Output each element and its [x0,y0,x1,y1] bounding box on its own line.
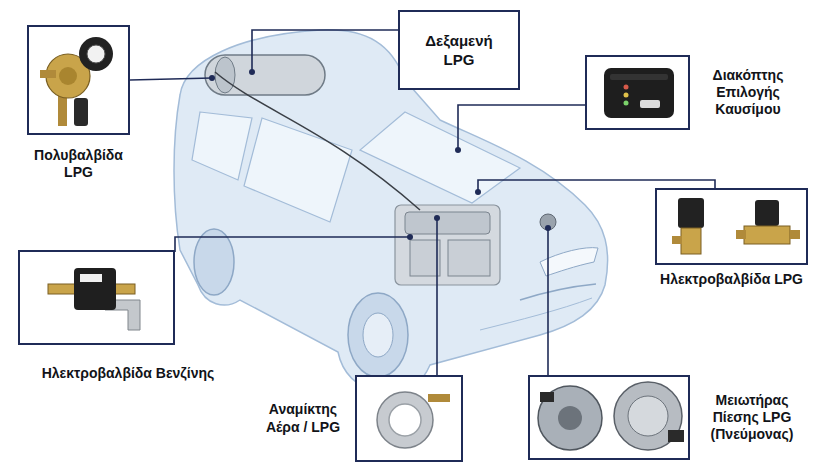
part-label: Ηλεκτροβαλβίδα LPG [657,271,807,288]
fuel-switch-icon [604,68,674,118]
part-label: Διακόπτης Επιλογής Καυσίμου [698,67,798,118]
box-title: Δεξαμενή LPG [413,31,505,70]
multivalve-box: Πολυβαλβίδα LPG [27,25,130,135]
part-label: Πολυβαλβίδα LPG [19,147,139,181]
box-grounds [18,25,808,462]
multivalve-icon [40,37,113,126]
engine [395,205,556,285]
part-label: Αναμίκτης Αέρα / LPG [259,401,347,435]
lpg-valve-box: Ηλεκτροβαλβίδα LPG [655,188,808,265]
petrol-valve-box: Ηλεκτροβαλβίδα Βενζίνης [18,250,175,345]
mixer-box: Αναμίκτης Αέρα / LPG [355,375,463,462]
part-label: Μειωτήρας Πίεσης LPG (Πνεύμονας) [696,392,808,443]
mixer-icon [377,392,450,448]
leader-dots [209,69,551,240]
part-label: Ηλεκτροβαλβίδα Βενζίνης [8,365,248,382]
reducer-box: Μειωτήρας Πίεσης LPG (Πνεύμονας) [528,375,690,460]
switch-box: Διακόπτης Επιλογής Καυσίμου [585,55,690,130]
lpg-tank [205,55,420,210]
reducer-icon [538,382,684,450]
car-body [174,30,608,393]
lpg-solenoid-icon [672,198,800,254]
petrol-solenoid-icon [48,268,140,330]
tank-box: Δεξαμενή LPG [398,10,520,90]
